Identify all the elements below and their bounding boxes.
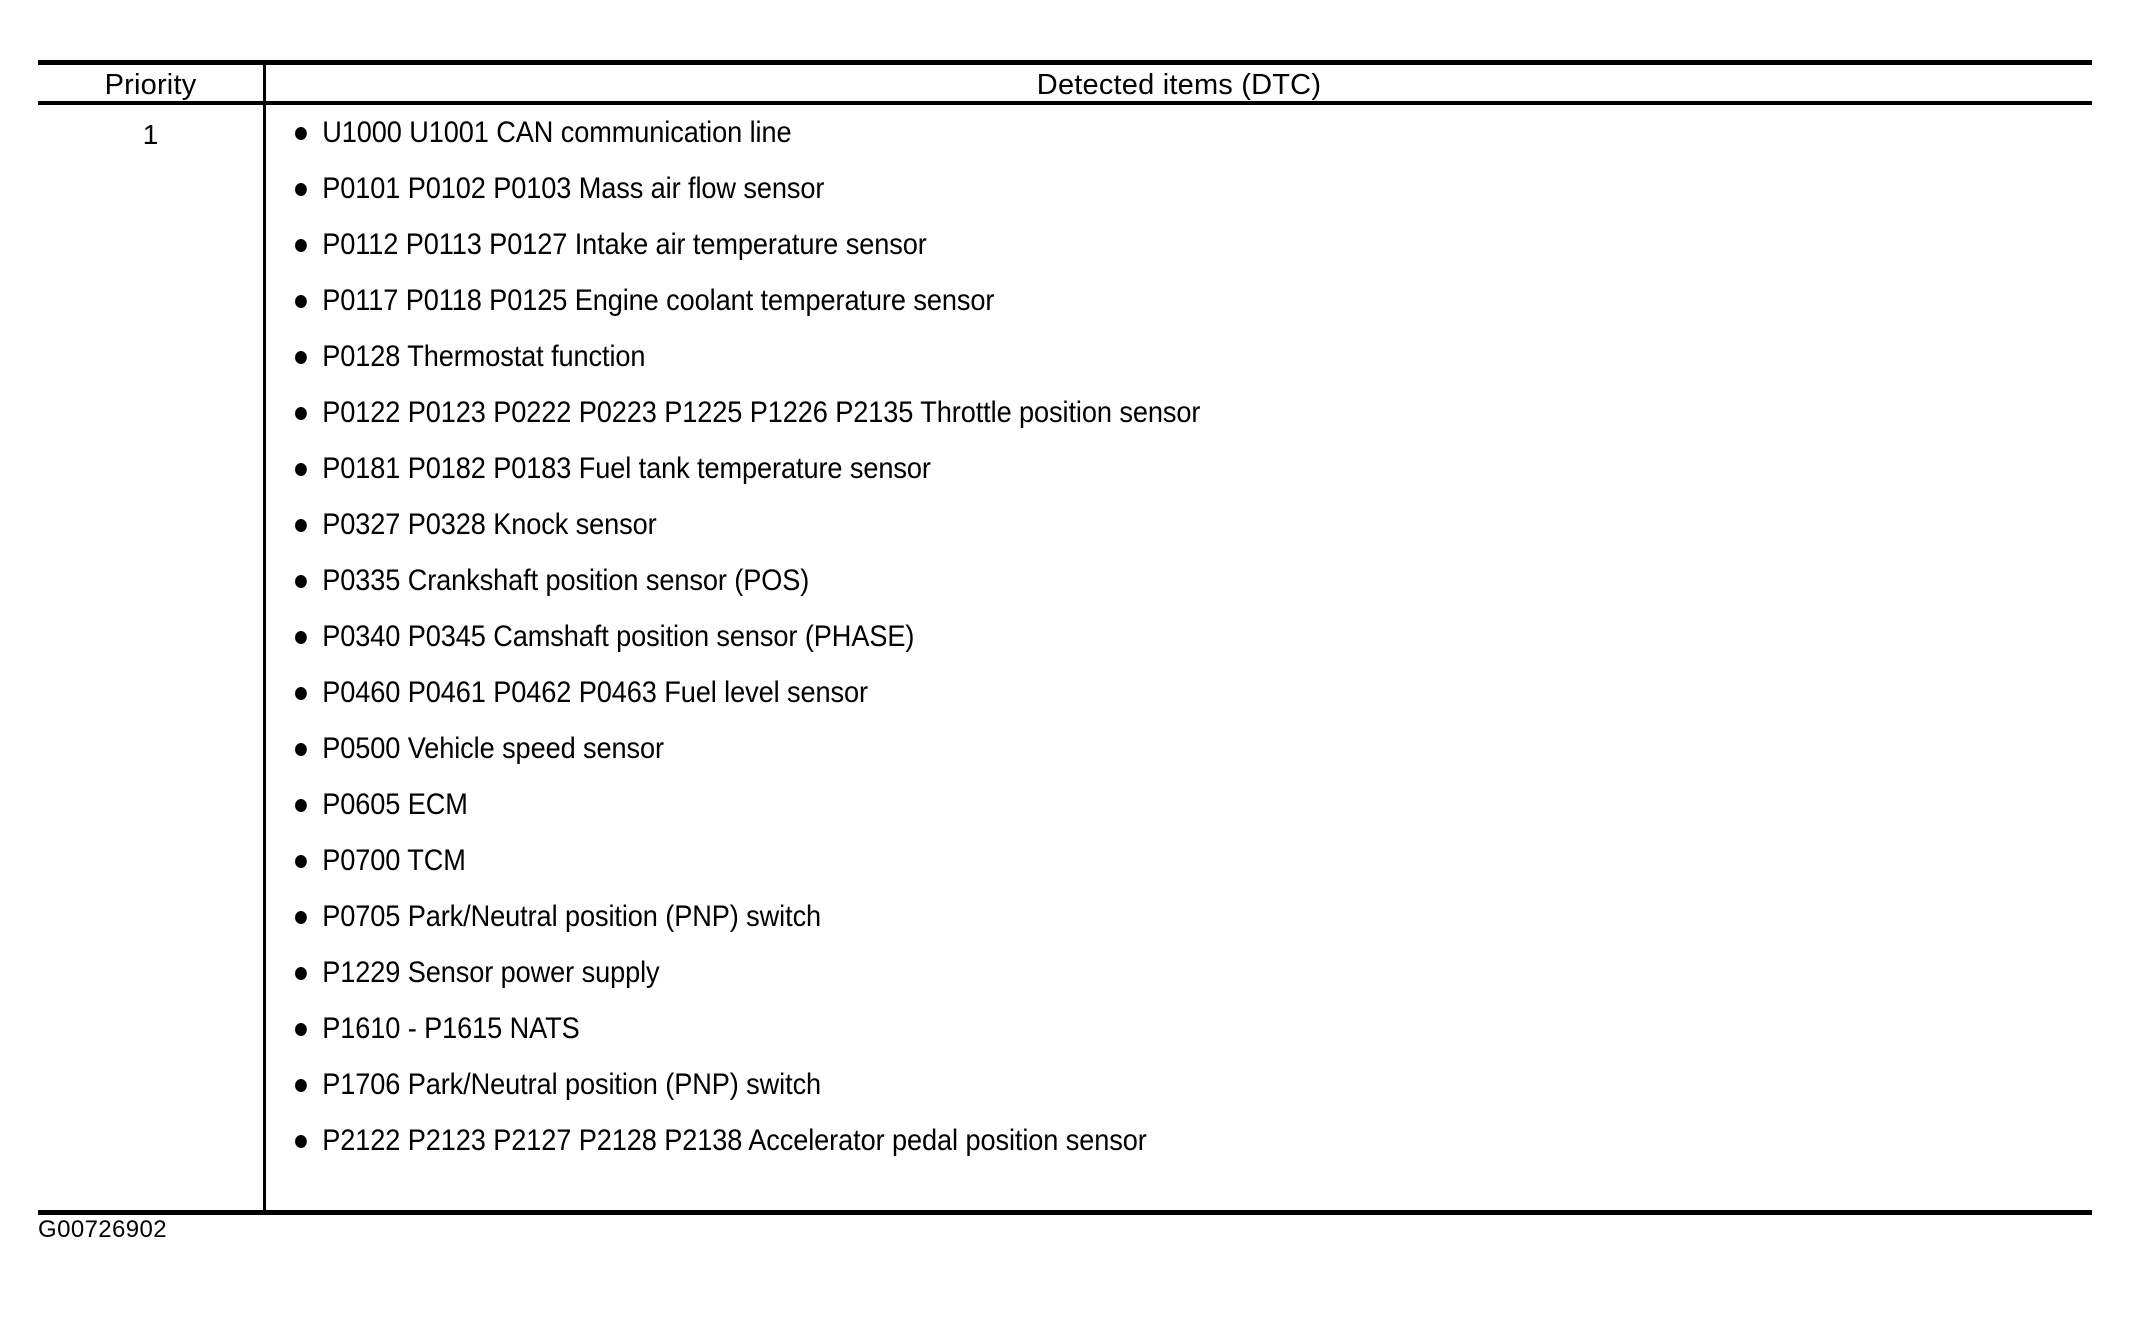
detected-item-label: P0122 P0123 P0222 P0223 P1225 P1226 P213… [322,396,1201,429]
bullet-icon [295,351,307,364]
detected-item-row: P0117 P0118 P0125 Engine coolant tempera… [286,273,1920,329]
detected-item-row: P1229 Sensor power supply [286,945,1920,1001]
bullet-icon [295,519,307,532]
detected-item-label: P0327 P0328 Knock sensor [322,508,657,541]
detected-item-row: P0122 P0123 P0222 P0223 P1225 P1226 P213… [286,385,1920,441]
bullet-icon [295,407,307,420]
detected-item-row: P0335 Crankshaft position sensor (POS) [286,553,1920,609]
priority-value-cell: 1 [142,119,159,150]
detected-item-row: P0500 Vehicle speed sensor [286,721,1920,777]
bullet-icon [295,967,307,980]
detected-item-row: P0128 Thermostat function [286,329,1920,385]
detected-item-label: P0128 Thermostat function [322,340,646,373]
detected-item-row: P2122 P2123 P2127 P2128 P2138 Accelerato… [286,1113,1920,1169]
header-column-divider [263,65,266,101]
detected-item-label: P0117 P0118 P0125 Engine coolant tempera… [322,284,995,317]
figure-identifier: G00726902 [38,1216,168,1243]
detected-item-row: P0605 ECM [286,777,1920,833]
bullet-icon [295,1023,307,1036]
detected-item-label: P2122 P2123 P2127 P2128 P2138 Accelerato… [322,1124,1147,1157]
detected-item-label: P0605 ECM [322,788,468,821]
bullet-icon [295,1079,307,1092]
detected-item-label: P1610 - P1615 NATS [322,1012,580,1045]
detected-item-row: P0181 P0182 P0183 Fuel tank temperature … [286,441,1920,497]
column-header-priority: Priority [104,68,197,101]
bullet-icon [295,855,307,868]
column-header-detected-items: Detected items (DTC) [1036,68,1322,101]
detected-item-label: P0705 Park/Neutral position (PNP) switch [322,900,822,933]
detected-item-row: P0705 Park/Neutral position (PNP) switch [286,889,1920,945]
detected-item-label: P0700 TCM [322,844,466,877]
detected-item-label: P0460 P0461 P0462 P0463 Fuel level senso… [322,676,868,709]
bullet-icon [295,911,307,924]
detected-item-row: P1706 Park/Neutral position (PNP) switch [286,1057,1920,1113]
bullet-icon [295,295,307,308]
bullet-icon [295,239,307,252]
detected-item-label: P1229 Sensor power supply [322,956,660,989]
detected-item-label: P0112 P0113 P0127 Intake air temperature… [322,228,927,261]
detected-item-row: P0700 TCM [286,833,1920,889]
bullet-icon [295,687,307,700]
body-column-divider [263,105,266,1210]
detected-item-row: U1000 U1001 CAN communication line [286,105,1920,161]
bullet-icon [295,799,307,812]
detected-item-row: P1610 - P1615 NATS [286,1001,1920,1057]
bullet-icon [295,183,307,196]
detected-item-row: P0101 P0102 P0103 Mass air flow sensor [286,161,1920,217]
bullet-icon [295,575,307,588]
detected-item-row: P0460 P0461 P0462 P0463 Fuel level senso… [286,665,1920,721]
detected-item-label: P0340 P0345 Camshaft position sensor (PH… [322,620,915,653]
detected-item-row: P0112 P0113 P0127 Intake air temperature… [286,217,1920,273]
detected-item-row: P0340 P0345 Camshaft position sensor (PH… [286,609,1920,665]
detected-item-row: P0327 P0328 Knock sensor [286,497,1920,553]
bullet-icon [295,463,307,476]
detected-item-label: P0500 Vehicle speed sensor [322,732,665,765]
detected-item-label: U1000 U1001 CAN communication line [322,116,792,149]
table-header-row: Priority Detected items (DTC) [38,65,2092,105]
detected-item-label: P1706 Park/Neutral position (PNP) switch [322,1068,822,1101]
bullet-icon [295,1135,307,1148]
dtc-priority-table: Priority Detected items (DTC) 1 U1000 U1… [38,60,2092,1215]
bullet-icon [295,743,307,756]
bullet-icon [295,631,307,644]
detected-item-label: P0181 P0182 P0183 Fuel tank temperature … [322,452,931,485]
detected-item-label: P0335 Crankshaft position sensor (POS) [322,564,810,597]
detected-item-label: P0101 P0102 P0103 Mass air flow sensor [322,172,825,205]
bullet-icon [295,127,307,140]
